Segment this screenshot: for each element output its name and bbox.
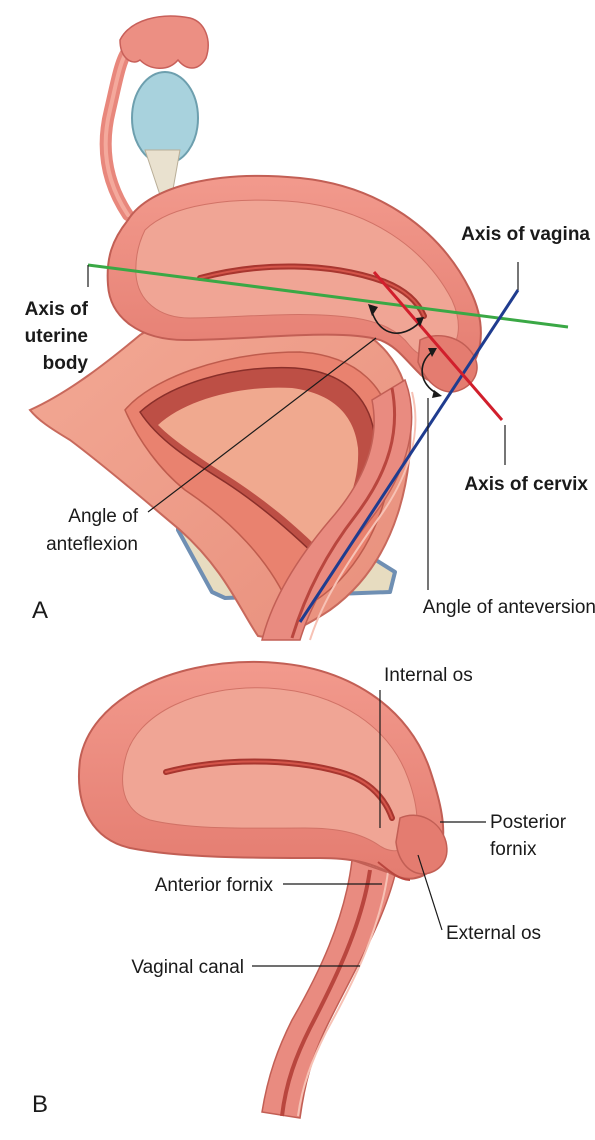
axes: [87, 263, 569, 623]
label-vaginal-canal: Vaginal canal: [131, 957, 244, 978]
panel-letter-b: B: [32, 1091, 48, 1118]
anteflexion-arc: [371, 311, 421, 334]
label-angle-anteversion: Angle of anteversion: [423, 597, 595, 618]
axis-uterine-body-line: [87, 263, 569, 329]
label-angle-anteflexion-2: anteflexion: [46, 534, 138, 555]
label-axis-uterine-body-2: uterine: [25, 326, 88, 347]
vaginal-canal: [261, 858, 396, 1119]
label-anterior-fornix: Anterior fornix: [155, 875, 274, 896]
panel-letter-a: A: [32, 597, 48, 624]
leaders-a: [87, 262, 519, 590]
label-posterior-fornix-2: fornix: [490, 839, 537, 860]
label-axis-uterine-body-3: body: [43, 353, 89, 374]
label-angle-anteflexion-1: Angle of: [68, 506, 138, 527]
panel-a: Axis of uterine body Axis of vagina Axis…: [25, 15, 595, 641]
axis-cervix-line: [372, 271, 504, 421]
angle-arrows: [368, 304, 442, 398]
uterus-body-b: [78, 660, 448, 881]
leaders-b: [252, 690, 486, 967]
label-axis-cervix: Axis of cervix: [464, 474, 588, 495]
label-axis-vagina: Axis of vagina: [461, 224, 590, 245]
panel-b: Internal os Posterior fornix Anterior fo…: [32, 660, 567, 1119]
label-external-os: External os: [446, 923, 541, 944]
label-internal-os: Internal os: [384, 665, 473, 686]
anteversion-arc: [421, 351, 439, 395]
fallopian-tube-and-ovary: [99, 15, 209, 221]
label-axis-uterine-body-1: Axis of: [25, 299, 89, 320]
label-posterior-fornix-1: Posterior: [490, 812, 567, 833]
axis-vagina-line: [298, 289, 520, 623]
